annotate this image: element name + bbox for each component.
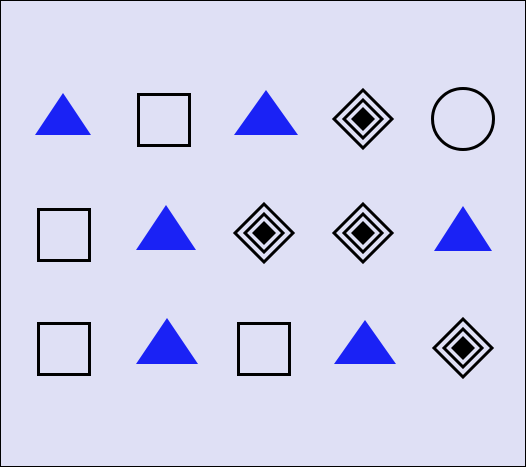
triangle-icon [136,205,196,250]
diamond-icon [331,201,395,265]
square-icon [237,322,291,376]
square-icon [37,322,91,376]
triangle-icon [234,90,298,135]
triangle-icon [35,93,91,135]
triangle-icon [136,318,198,364]
triangle-icon [434,206,492,251]
diamond-icon [431,316,495,380]
diamond-icon [232,201,296,265]
circle-icon [431,87,495,151]
square-icon [37,208,91,262]
triangle-icon [334,320,396,364]
diamond-icon [331,87,395,151]
square-icon [137,93,191,147]
